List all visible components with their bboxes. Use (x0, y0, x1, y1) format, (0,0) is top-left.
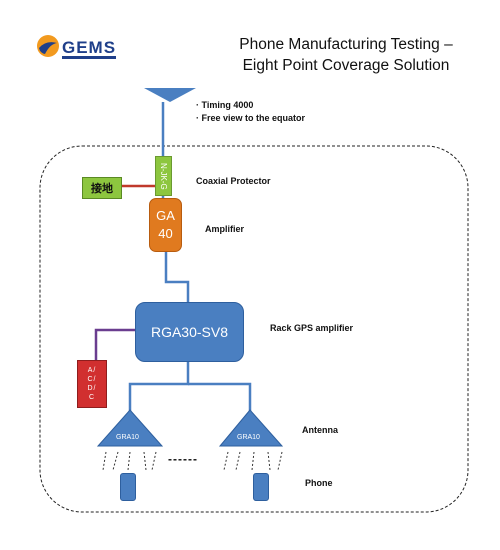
amplifier-line-1: GA (156, 208, 175, 223)
signal-right-2 (235, 451, 241, 471)
note-timing: · Timing 4000 (196, 100, 254, 110)
antenna-left-icon (96, 409, 164, 447)
signal-right-5 (277, 451, 283, 471)
note-view: · Free view to the equator (196, 113, 306, 123)
logo-underline (62, 56, 116, 59)
ellipsis-dashes: ------ (168, 452, 198, 466)
ground-box: 接地 (82, 177, 122, 199)
amplifier-box: GA 40 (149, 198, 182, 252)
gems-logo-icon (37, 35, 59, 57)
signal-left-3 (127, 451, 131, 471)
signal-right-1 (223, 451, 229, 471)
signal-left-1 (102, 451, 107, 471)
title-line-2: Eight Point Coverage Solution (242, 57, 450, 74)
phone-right (253, 473, 269, 501)
antenna-label: Antenna (302, 425, 338, 435)
rack-gps-amplifier-box: RGA30-SV8 (135, 302, 244, 362)
phone-label: Phone (305, 478, 333, 488)
phone-left (120, 473, 136, 501)
power-wire (94, 328, 135, 362)
signal-left-4 (143, 451, 147, 471)
antenna-right-label: GRA10 (237, 434, 260, 441)
cable-rack-antennas (128, 360, 190, 412)
signal-left-5 (151, 451, 157, 471)
signal-left-2 (112, 451, 119, 471)
acdc-box: A/C/D/C (77, 360, 107, 408)
antenna-right-icon (218, 409, 284, 447)
signal-right-3 (251, 451, 255, 471)
outdoor-antenna-icon (144, 88, 196, 102)
cable-amp-rack (164, 250, 190, 302)
coaxial-protector: N-JK-G (155, 156, 172, 196)
signal-right-4 (267, 451, 271, 471)
amplifier-label: Amplifier (205, 224, 245, 234)
title-line-1: Phone Manufacturing Testing – (239, 36, 453, 53)
protector-label: Coaxial Protector (196, 176, 271, 186)
logo-text: GEMS (62, 38, 117, 57)
antenna-left-label: GRA10 (116, 434, 139, 441)
cable-rack-antenna-2 (188, 382, 252, 412)
boundary-rect (39, 145, 469, 513)
rack-label: Rack GPS amplifier (270, 323, 354, 333)
amplifier-line-2: 40 (158, 226, 173, 241)
acdc-text: A/C/D/C (87, 367, 97, 401)
